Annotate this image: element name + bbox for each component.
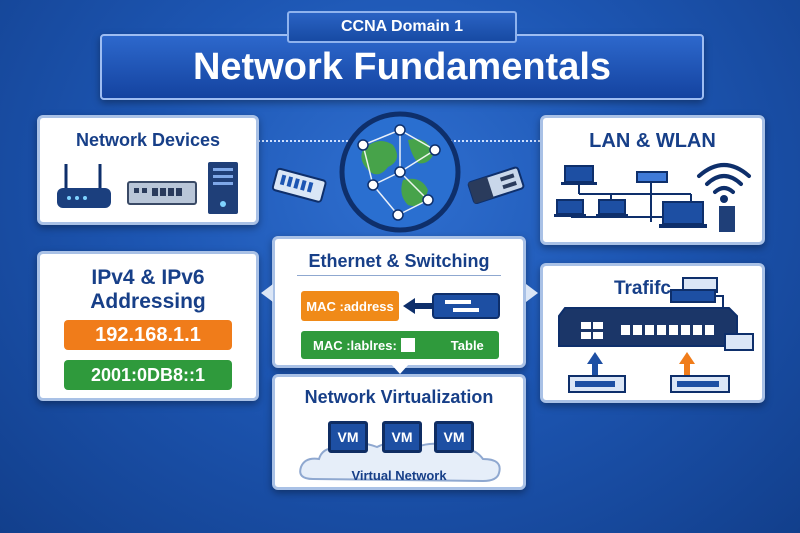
mac-address-label: MAC :address bbox=[306, 298, 394, 314]
vm-label: VM bbox=[443, 429, 465, 445]
table-tag-icon bbox=[400, 338, 415, 352]
ethernet-plug-icon bbox=[271, 167, 327, 203]
arrow-down-icon bbox=[391, 364, 409, 374]
cloud-label: Virtual Network bbox=[351, 468, 447, 483]
ipv4-example: 192.168.1.1 bbox=[95, 323, 201, 346]
vm-monitor-icon: VM bbox=[434, 421, 474, 453]
fiber-module-icon bbox=[467, 166, 525, 205]
addressing-card: IPv4 & IPv6 Addressing 192.168.1.1 2001:… bbox=[37, 251, 259, 401]
subtitle-banner: CCNA Domain 1 bbox=[287, 11, 517, 43]
traffic-switch-diagram bbox=[558, 277, 754, 393]
connector-line-left bbox=[258, 140, 348, 142]
lan-topology bbox=[554, 165, 735, 232]
connector-line-right bbox=[450, 140, 540, 142]
vm-monitor-icon: VM bbox=[382, 421, 422, 453]
main-title: Network Fundamentals bbox=[192, 45, 612, 88]
network-devices-title: Network Devices bbox=[75, 130, 221, 150]
ethernet-switching-title: Ethernet & Switching bbox=[308, 251, 490, 271]
switch-icon bbox=[127, 181, 197, 205]
title-divider bbox=[297, 275, 501, 276]
arrow-into-ethernet-icon bbox=[261, 284, 273, 302]
switch-module-icon bbox=[432, 293, 500, 319]
ethernet-switching-card: Ethernet & Switching MAC :address MAC :l… bbox=[272, 236, 526, 368]
globe-icon bbox=[339, 111, 461, 233]
ipv4-example-pill: 192.168.1.1 bbox=[64, 320, 232, 350]
lan-wlan-title: LAN & WLAN bbox=[589, 130, 716, 152]
traffic-title: Trafifc bbox=[613, 278, 672, 299]
mac-table-pill: MAC :lablres: Table bbox=[301, 331, 499, 359]
main-title-banner: Network Fundamentals bbox=[100, 34, 704, 100]
subtitle: CCNA Domain 1 bbox=[340, 18, 464, 35]
laptop-icon bbox=[561, 165, 597, 185]
mac-table-suffix: Table bbox=[450, 337, 484, 353]
wifi-icon bbox=[697, 163, 751, 203]
traffic-card: Trafifc bbox=[540, 263, 765, 403]
server-icon bbox=[208, 162, 238, 214]
vm-label: VM bbox=[337, 429, 359, 445]
vm-monitor-icon: VM bbox=[328, 421, 368, 453]
lan-wlan-card: LAN & WLAN bbox=[540, 115, 765, 245]
ipv6-example: 2001:0DB8::1 bbox=[90, 364, 206, 385]
arrow-left-icon bbox=[403, 298, 433, 314]
ipv6-example-pill: 2001:0DB8::1 bbox=[64, 360, 232, 390]
network-devices-card: Network Devices bbox=[37, 115, 259, 225]
addressing-title: IPv4 & IPv6 Addressing bbox=[90, 266, 206, 313]
mac-table-label: MAC :lablres: bbox=[313, 337, 397, 353]
virtualization-title: Network Virtualization bbox=[304, 387, 494, 407]
mac-address-pill: MAC :address bbox=[301, 291, 399, 321]
vm-label: VM bbox=[391, 429, 413, 445]
arrow-into-traffic-icon bbox=[526, 284, 538, 302]
virtualization-card: Network Virtualization VM VM VM Virtual … bbox=[272, 374, 526, 490]
router-icon bbox=[57, 164, 111, 208]
